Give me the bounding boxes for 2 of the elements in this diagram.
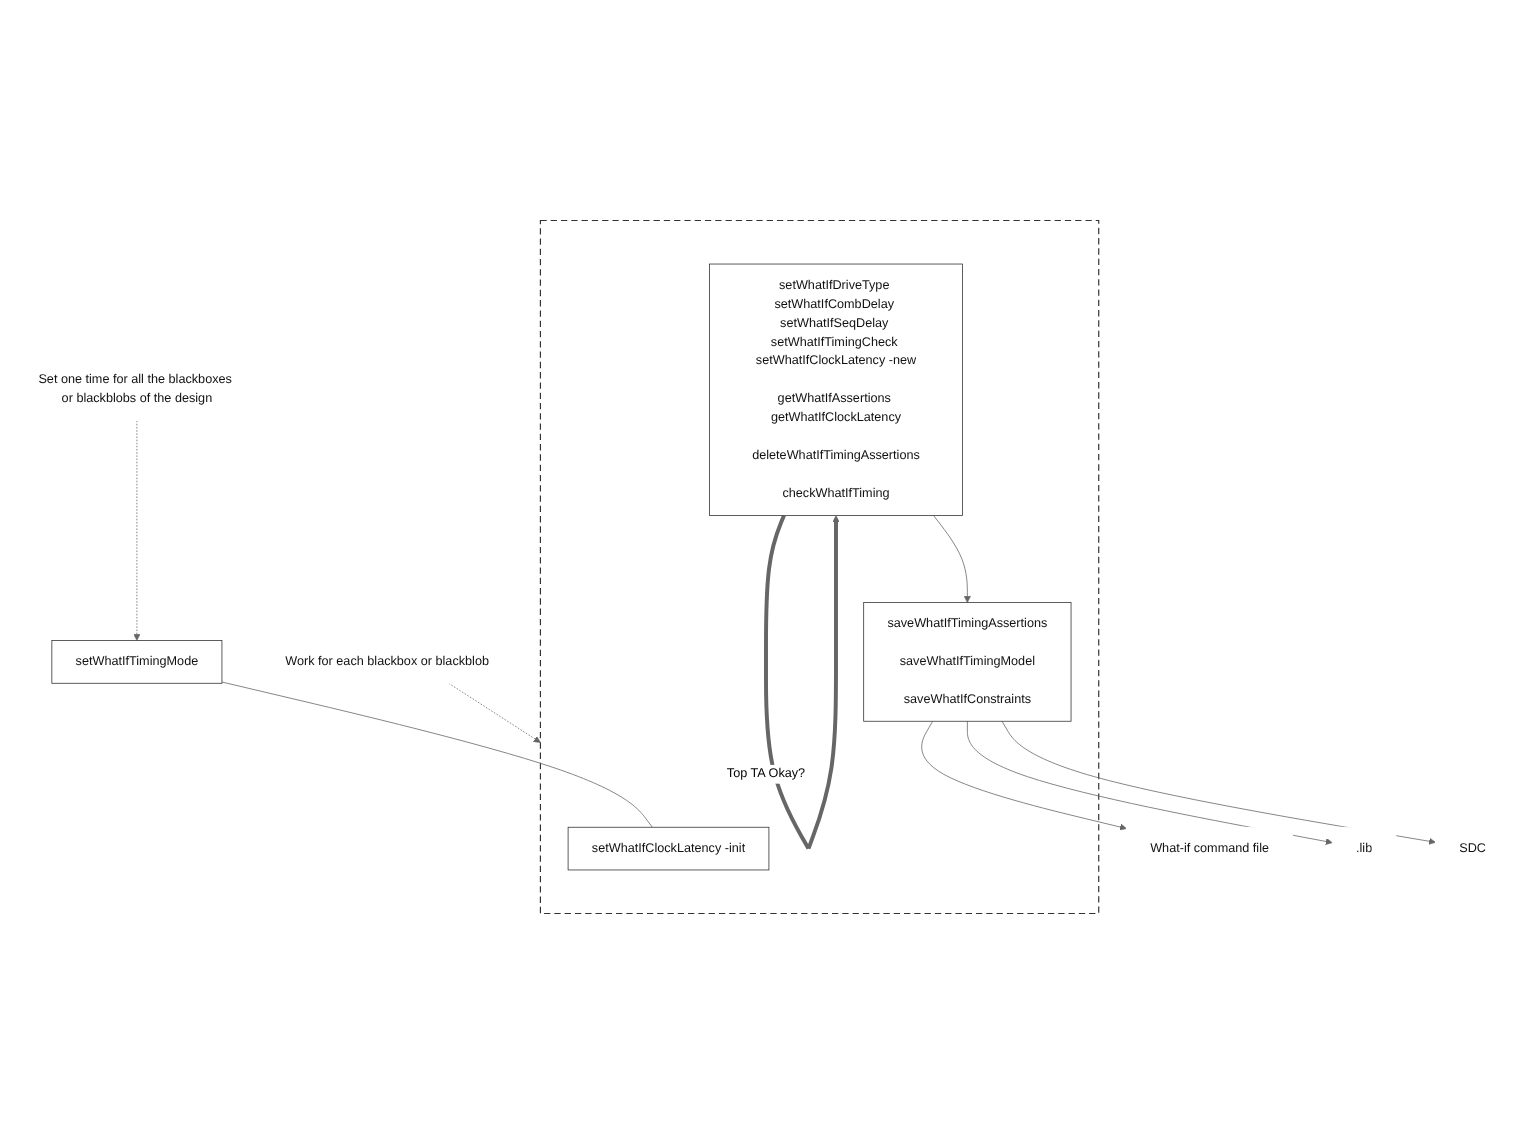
arrow	[764, 514, 840, 850]
cluster	[539, 219, 1100, 915]
